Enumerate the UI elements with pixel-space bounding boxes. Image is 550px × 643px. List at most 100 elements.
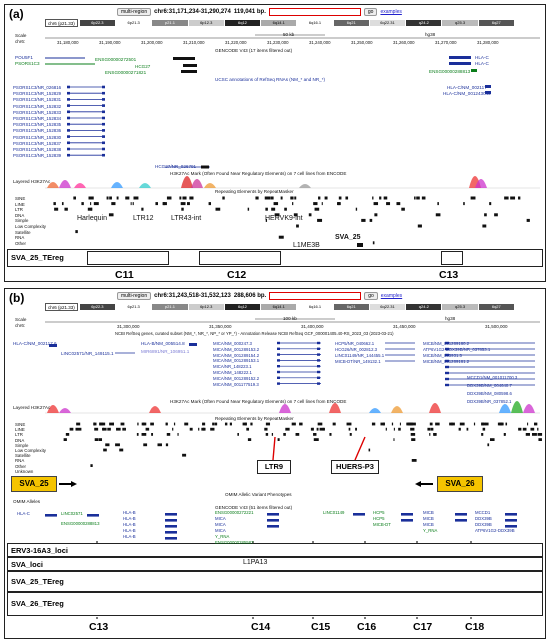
ideogram-band[interactable]: 6q16.1 (297, 20, 334, 26)
gencode-gene[interactable]: Y_RNA (423, 528, 438, 533)
refseq-hla-c-1[interactable]: HLA-C/NM_002117 (447, 85, 487, 90)
gencode-gene[interactable]: ENSG00000272221 (215, 510, 254, 515)
ncbi-right-transcript[interactable]: ATP6V1G2-DDX39B/NR_037853.1 (423, 347, 491, 352)
gencode-gene[interactable]: HLA-C (17, 511, 30, 516)
gencode-gene[interactable]: MICA (215, 516, 226, 521)
ncbi-mica-transcript[interactable]: MICA/NM_001289152.2 (213, 375, 260, 381)
ideogram-band[interactable]: 6p21.3 (116, 304, 153, 310)
ideogram-band[interactable]: 6q22.31 (369, 304, 407, 310)
gene-pou5f1[interactable]: POU5F1 (15, 55, 33, 60)
ncbi-mir6891[interactable]: MIR6891/NR_106951.1 (141, 349, 190, 354)
ncbi-mica-transcript[interactable]: MICA/NR_148223.1 (213, 364, 252, 370)
gencode-gene[interactable]: MCCD1 (475, 510, 491, 515)
ideogram-band[interactable]: q24.2 (406, 304, 443, 310)
ideogram-band[interactable]: 6p12.3 (188, 304, 225, 310)
sva26-box[interactable]: SVA_26 (437, 476, 483, 492)
gencode-gene[interactable]: ENSG00000288813 (61, 521, 100, 526)
cluster-c13-box[interactable] (441, 251, 463, 265)
ncbi-right-transcript[interactable]: MICB/NM_001289161.2 (423, 359, 470, 364)
ideogram-band[interactable]: q25.3 (442, 304, 479, 310)
ncbi-center-transcript[interactable]: MICB-DT/NR_149132.1 (335, 359, 381, 364)
ideogram-band[interactable]: 6q22.31 (369, 20, 407, 26)
ncbi-mica-transcript[interactable]: MICA/NM_001289153.1 (213, 358, 260, 364)
ncbi-right-transcript[interactable]: MICB/NM_005931.5 (423, 353, 462, 358)
gene-hla-c-2[interactable]: HLA-C (475, 61, 489, 66)
ncbi-hla-b[interactable]: HLA-B/NM_005514.8 (141, 341, 185, 346)
gencode-gene[interactable]: MICB (423, 510, 434, 515)
refseq-transcript[interactable]: PSORS1C3/NR_152835 (13, 122, 62, 128)
ideogram-band[interactable]: 6q14.1 (261, 304, 298, 310)
refseq-transcript[interactable]: PSORS1C3/NR_152831 (13, 97, 62, 103)
gene-ensg288813[interactable]: ENSG00000288813 (429, 69, 471, 74)
ncbi-right-transcript[interactable]: MCCD1/NM_001011700.3 (467, 375, 518, 380)
gencode-gene[interactable]: ATP6V1G2-DDX39B (475, 528, 515, 533)
refseq-hla-c-2[interactable]: HLA-C/NM_001243042 (443, 91, 491, 96)
ideogram-band[interactable]: 6q14.1 (261, 20, 298, 26)
ideogram-band[interactable]: 6q21 (333, 304, 370, 310)
go-button-b[interactable]: go (364, 292, 378, 300)
gencode-gene[interactable]: HCP5 (373, 510, 385, 515)
ideogram-band[interactable]: p21.1 (152, 20, 189, 26)
gene-hcg27[interactable]: HCG27 (135, 64, 151, 69)
ideogram-band[interactable]: p21.1 (152, 304, 189, 310)
gencode-gene[interactable]: MICA (215, 522, 226, 527)
refseq-transcript[interactable]: PSORS1C3/NR_152837 (13, 140, 62, 146)
sva25-box[interactable]: SVA_25 (11, 476, 57, 492)
cluster-c11-box[interactable] (87, 251, 169, 265)
ncbi-mica-transcript[interactable]: MICA/NM_001289154.2 (213, 352, 260, 358)
refseq-transcript[interactable]: PSORS1C3/NR_152833 (13, 109, 62, 115)
ideogram-band[interactable]: 6p21.3 (116, 20, 153, 26)
refseq-transcript[interactable]: PSORS1C3/NR_152834 (13, 116, 62, 121)
ideogram-band[interactable]: 6p22.3 (79, 20, 117, 26)
gencode-gene[interactable]: LINC01149 (323, 510, 345, 515)
ncbi-linc02571[interactable]: LINC02571/NR_149115.1 (61, 351, 114, 356)
refseq-transcript[interactable]: PSORS1C3/NR_152832 (13, 103, 62, 109)
ncbi-mica-transcript[interactable]: MICA/NM_001177519.3 (213, 381, 259, 387)
gencode-gene[interactable]: ENSG00000285587 (215, 540, 254, 545)
ncbi-hla-c[interactable]: HLA-C/NM_002117.6 (13, 341, 57, 346)
gencode-gene[interactable]: LINC02571 (61, 511, 83, 516)
cluster-c12-box[interactable] (199, 251, 281, 265)
ideogram-band[interactable]: 6q12 (224, 304, 262, 310)
ncbi-mica-transcript[interactable]: MICA/NM_001289153.2 (213, 346, 260, 352)
ncbi-center-transcript[interactable]: HCP5/NR_040662.1 (335, 341, 375, 346)
gene-ensg272501[interactable]: ENSG00000272501 (95, 57, 137, 62)
ncbi-mica-transcript[interactable]: MICA/NM_148222.1 (213, 370, 252, 375)
ncbi-mica-transcript[interactable]: MICA/NM_000247.3 (213, 341, 252, 346)
gencode-gene[interactable]: MICB (423, 522, 434, 527)
refseq-hcg27[interactable]: HCG27/NR_026791 (155, 164, 197, 169)
gencode-gene[interactable]: MICB (423, 516, 434, 521)
ncbi-center-transcript[interactable]: LINC01149/NR_144455.1 (335, 353, 385, 358)
gencode-gene[interactable]: DDX39B (475, 522, 492, 527)
position-search-input[interactable] (268, 8, 361, 16)
refseq-transcript[interactable]: PSORS1C3/NR_152830 (13, 134, 62, 140)
ncbi-center-transcript[interactable]: HCG26/NR_002812.3 (335, 347, 378, 352)
gencode-gene[interactable]: HCP5 (373, 516, 385, 521)
refseq-transcript[interactable]: PSORS1C3/NR_026816 (13, 85, 62, 90)
gene-ensg271821[interactable]: ENSG00000271821 (105, 70, 147, 75)
ncbi-right-transcript[interactable]: MICB/NM_001289160.2 (423, 341, 470, 346)
ideogram-band[interactable]: 6q21 (333, 20, 370, 26)
refseq-transcript[interactable]: PSORS1C3/NR_152838 (13, 147, 62, 152)
gencode-gene[interactable]: DDX39B (475, 516, 492, 521)
gencode-gene[interactable]: Y_RNA (215, 534, 230, 539)
refseq-transcript[interactable]: PSORS1C3/NR_152839 (13, 153, 62, 159)
ideogram-band[interactable]: q24.2 (406, 20, 443, 26)
position-search-input-b[interactable] (269, 292, 362, 300)
ncbi-right-transcript[interactable]: DDX39B/NM_004640.7 (467, 383, 512, 388)
ideogram-band[interactable]: q25.3 (442, 20, 479, 26)
gene-hla-c-1[interactable]: HLA-C (475, 55, 489, 60)
ideogram-band[interactable]: 6q27 (478, 20, 515, 26)
refseq-transcript[interactable]: PSORS1C3/NR_152829 (13, 91, 62, 97)
refseq-transcript[interactable]: PSORS1C3/NR_152836 (13, 128, 62, 134)
gencode-gene[interactable]: HLA-B (123, 516, 136, 521)
gencode-gene[interactable]: HLA-B (123, 510, 136, 515)
gencode-gene[interactable]: MICA (215, 528, 226, 533)
gencode-gene[interactable]: HLA-B (123, 534, 136, 539)
multi-region-button-b[interactable]: multi-region (117, 292, 152, 300)
gencode-gene[interactable]: MICB-DT (373, 522, 391, 527)
ideogram-band[interactable]: 6q27 (478, 304, 515, 310)
ideogram-band[interactable]: 6p22.3 (79, 304, 117, 310)
